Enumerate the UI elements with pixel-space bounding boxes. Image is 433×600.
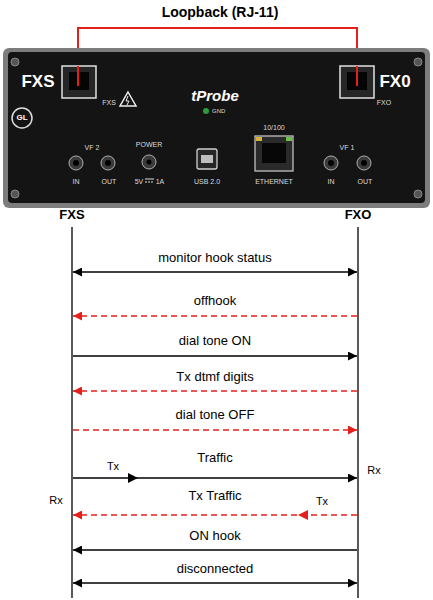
screw: [414, 58, 422, 66]
ethernet-led: [286, 137, 292, 141]
port-title: FX0: [379, 73, 410, 92]
direction-label: Rx: [49, 494, 62, 506]
ethernet-port-opening: [262, 143, 286, 163]
message-label: ON hook: [189, 529, 240, 543]
dc-symbol: [145, 182, 154, 183]
port-label: FXS: [102, 99, 116, 107]
power-rating: 1A: [156, 178, 165, 186]
cable-label: Loopback (RJ-11): [162, 5, 279, 20]
message-arrow: [73, 549, 357, 550]
message-label: Traffic: [197, 451, 232, 465]
port-label: FXO: [377, 99, 391, 107]
message-label: disconnected: [177, 562, 254, 576]
logo-ring: [12, 108, 32, 128]
audio-jack: [324, 156, 338, 170]
loopback-cable-end: [77, 66, 79, 86]
audio-jack-hole: [73, 160, 79, 166]
warning-symbol: [120, 92, 136, 106]
message-arrow: [73, 582, 357, 583]
message-label: monitor hook status: [158, 251, 271, 265]
message-arrow: [73, 477, 357, 478]
direction-arrowhead: [298, 510, 308, 520]
lifeline-title: FXO: [345, 208, 372, 222]
jack-label: OUT: [358, 178, 373, 186]
power-jack: [142, 155, 156, 169]
jack-label: VF 2: [85, 144, 100, 152]
port-label: USB 2.0: [194, 178, 220, 186]
rj11-port: [340, 66, 374, 98]
message-arrow: [73, 390, 357, 391]
message-arrow: [73, 514, 357, 515]
message-label: Tx Traffic: [188, 489, 241, 503]
message-label: Tx dtmf digits: [176, 370, 253, 384]
message-label: offhook: [194, 294, 236, 308]
message-arrow: [73, 355, 357, 356]
audio-jack: [357, 156, 371, 170]
rj11-port: [62, 66, 96, 98]
direction-label: Tx: [107, 460, 119, 472]
port-label: POWER: [136, 141, 162, 149]
lifeline: [71, 227, 72, 598]
audio-jack-hole: [105, 160, 111, 166]
message-label: dial tone OFF: [176, 408, 255, 422]
loopback-cable-end: [356, 66, 358, 86]
audio-jack: [101, 156, 115, 170]
lifeline-title: FXS: [59, 208, 84, 222]
message-arrow: [73, 315, 357, 316]
port-label: ETHERNET: [255, 178, 293, 186]
audio-jack-hole: [328, 160, 334, 166]
ethernet-led: [256, 137, 262, 141]
lifeline: [357, 227, 358, 598]
power-rating: 5V: [135, 178, 144, 186]
direction-arrowhead: [128, 473, 138, 483]
screw: [11, 190, 19, 198]
audio-jacks: [69, 156, 371, 170]
usb-port: [197, 149, 217, 169]
ethernet-port: [255, 136, 293, 171]
product-logo: tProbe: [191, 88, 239, 105]
message-label: dial tone ON: [179, 334, 251, 348]
power-jack-pin: [147, 160, 152, 165]
direction-label: Rx: [367, 464, 380, 476]
message-arrow: [73, 429, 357, 430]
audio-jack-hole: [361, 160, 367, 166]
port-label: 10/100: [263, 124, 284, 132]
dc-symbol: [145, 179, 154, 180]
jack-label: IN: [73, 178, 80, 186]
warning-bolt: [126, 96, 129, 105]
brand-logo: GL: [16, 114, 27, 123]
jack-label: IN: [328, 178, 335, 186]
terminal-label: GND: [212, 108, 225, 115]
message-arrow: [73, 271, 357, 272]
front-panel: [8, 52, 425, 203]
usb-port-tongue: [201, 155, 213, 163]
screw: [414, 190, 422, 198]
ground-terminal: [203, 108, 209, 114]
jack-label: VF 1: [340, 144, 355, 152]
direction-label: Tx: [316, 495, 328, 507]
screw: [11, 58, 19, 66]
port-title: FXS: [21, 73, 54, 92]
jack-label: OUT: [102, 178, 117, 186]
audio-jack: [69, 156, 83, 170]
panel-bezel: [3, 48, 430, 208]
